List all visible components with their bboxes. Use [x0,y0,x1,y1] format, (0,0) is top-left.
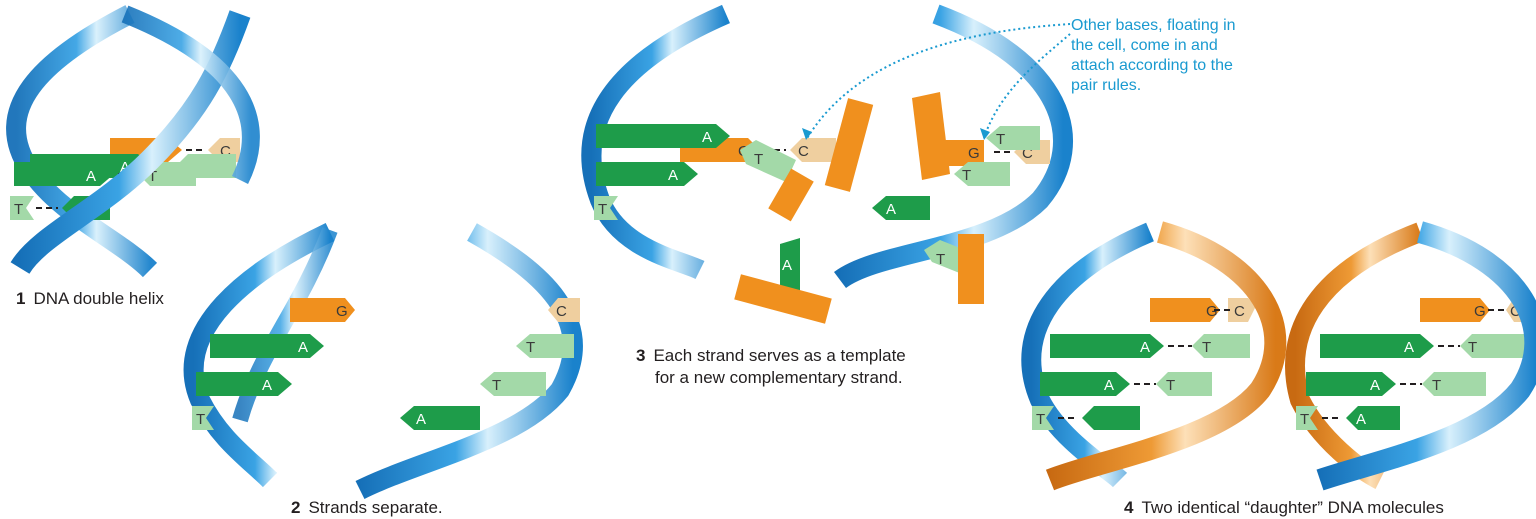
base-label: T [196,411,205,428]
template-strand-right [834,4,1073,289]
daughter-molecule-2: G C A T A T T A [1285,221,1536,491]
base-label: T [526,339,535,356]
base-label: A [1370,377,1380,394]
base-label: A [886,201,896,218]
base-label: T [14,201,23,218]
base-label: T [1036,411,1045,428]
floating-nucleotide-c [824,98,874,192]
base-label: C [1022,145,1033,162]
panel-2-strands-separate: G A A T C T T A [183,222,583,499]
base-label: C [220,143,231,160]
base-label: A [120,159,130,176]
base-label: G [336,303,348,320]
arrowhead-icon [980,128,990,140]
base-label: A [86,168,96,185]
panel-4-daughter-molecules: G C A T A T T G C A [1021,221,1536,491]
daughter-molecule-1: G C A T A T T [1021,221,1287,491]
base-label: G [1474,303,1486,320]
base-label: A [702,129,712,146]
base-label: T [1468,339,1477,356]
caption-3-line-2: for a new complementary strand. [655,368,903,387]
base-label: A [1404,339,1414,356]
annotation-arrow-right [983,33,1071,139]
base-label: A [416,411,426,428]
base-label: T [1432,377,1441,394]
base-label: C [556,303,567,320]
arrowhead-icon [802,128,812,140]
floating-nucleotide-t-1: T [740,140,814,222]
panel-3-template: G C A A T T A G [581,4,1073,324]
base-label: T [936,251,945,268]
base-label: A [1356,411,1366,428]
base-label: A [1104,377,1114,394]
floating-nucleotide-t-2: T [924,234,984,304]
base-label: A [782,257,792,274]
floating-nucleotide-a: A [734,238,832,324]
helix-strand-left [121,5,260,185]
base-label: C [1510,303,1521,320]
separated-strand-right [355,223,583,499]
base-label: T [492,377,501,394]
base-label: T [1202,339,1211,356]
base-label: T [1166,377,1175,394]
base-label: A [668,167,678,184]
separated-strand-left [183,222,335,488]
base-label: G [968,145,980,162]
base-label: C [798,143,809,160]
base-label: T [754,151,763,168]
base-label: A [298,339,308,356]
base-label: T [148,168,157,185]
base-label: G [1206,303,1218,320]
base-label: A [1140,339,1150,356]
base-label: T [996,131,1005,148]
base-label: T [962,167,971,184]
base-label: A [262,377,272,394]
annotation-text: Other bases, floating in the cell, come … [1071,17,1236,94]
template-strand-left [581,4,730,280]
panel-1-double-helix: G C A T A T T A [6,5,260,278]
base-label: T [1300,411,1309,428]
base-label: T [598,201,607,218]
annotation-arrow-left [805,23,1071,141]
base-label: C [1234,303,1245,320]
